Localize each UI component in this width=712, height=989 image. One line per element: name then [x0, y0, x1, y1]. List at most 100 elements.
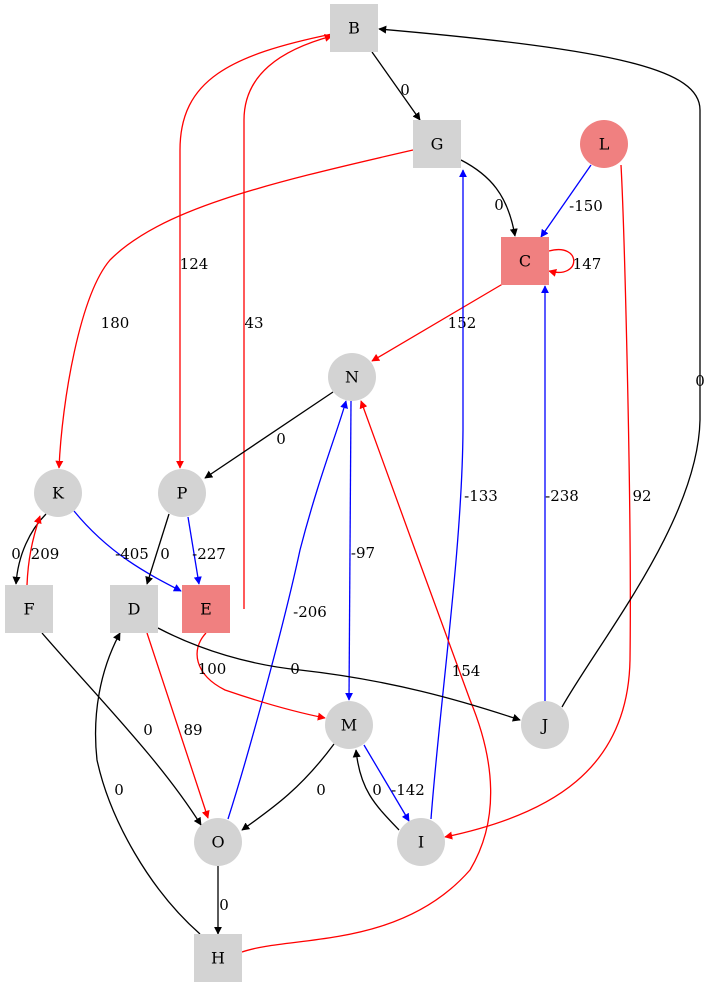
node-label: N	[345, 368, 359, 387]
edge-line	[460, 159, 518, 237]
edge-weight-label: -405	[115, 545, 149, 563]
node-circle-shape	[397, 818, 445, 866]
edge-j-to-b: 0	[378, 25, 705, 708]
edge-weight-label: 0	[372, 781, 382, 799]
edge-weight-label: 89	[183, 721, 202, 739]
edge-weight-label: 92	[632, 487, 651, 505]
edge-n-to-p: 0	[204, 391, 334, 479]
edge-line	[12, 513, 47, 585]
nodes-layer: B G L C N K P F D E M J O I H	[5, 4, 628, 982]
edge-p-to-e: -227	[187, 516, 226, 585]
edge-line	[157, 627, 521, 722]
node-b: B	[330, 4, 378, 52]
edge-weight-label: 0	[695, 372, 705, 390]
edge-line	[73, 510, 182, 592]
edge-k-to-e: -405	[73, 510, 182, 592]
edge-weight-label: 124	[180, 255, 209, 273]
edge-weight-label: 0	[160, 545, 170, 563]
edge-line	[145, 513, 170, 585]
edge-weight-label: 0	[219, 896, 229, 914]
edge-line	[444, 164, 631, 840]
edge-weight-label: 0	[276, 430, 286, 448]
edge-f-to-o: 0	[41, 632, 202, 826]
node-square-shape	[110, 585, 158, 633]
node-h: H	[194, 934, 242, 982]
edge-line	[345, 400, 354, 701]
edge-line	[146, 632, 210, 819]
node-k: K	[34, 469, 82, 517]
node-label: I	[418, 833, 424, 852]
edge-line	[378, 25, 701, 708]
edge-g-to-k: 180	[55, 149, 414, 469]
edge-p-to-d: 0	[145, 513, 170, 585]
node-l: L	[580, 120, 628, 168]
edge-weight-label: -142	[391, 781, 425, 799]
node-d: D	[110, 585, 158, 633]
edge-line	[371, 281, 507, 362]
edge-b-to-g: 0	[371, 51, 421, 121]
edge-line	[176, 33, 333, 469]
node-square-shape	[330, 4, 378, 52]
edge-weight-label: -227	[192, 545, 226, 563]
node-label: F	[23, 600, 34, 619]
edge-weight-label: 0	[316, 781, 326, 799]
node-circle-shape	[328, 353, 376, 401]
node-c: C	[501, 237, 549, 285]
node-circle-shape	[194, 818, 242, 866]
edge-weight-label: 0	[290, 660, 300, 678]
edge-m-to-i: -142	[363, 744, 425, 822]
edge-line	[430, 169, 467, 820]
node-label: M	[341, 716, 357, 735]
edge-o-to-h: 0	[214, 866, 229, 935]
edge-e-to-b: 43	[243, 34, 333, 609]
node-circle-shape	[521, 701, 569, 749]
edge-weight-label: -238	[545, 487, 579, 505]
edge-line	[371, 51, 421, 121]
edge-h-to-d: 0	[94, 632, 201, 935]
node-o: O	[194, 818, 242, 866]
node-square-shape	[194, 934, 242, 982]
edge-weight-label: 43	[244, 314, 263, 332]
edge-c-to-n: 152	[371, 281, 507, 362]
node-label: O	[211, 833, 224, 852]
edge-l-to-c: -150	[540, 164, 603, 238]
edge-d-to-o: 89	[146, 632, 210, 819]
node-m: M	[325, 701, 373, 749]
edge-i-to-m: 0	[352, 749, 400, 831]
edge-line	[204, 391, 334, 479]
edge-d-to-j: 0	[157, 627, 521, 722]
edge-f-to-k: 209	[26, 515, 59, 586]
edge-e-to-m: 100	[196, 632, 326, 721]
node-label: G	[431, 135, 444, 154]
edge-line	[243, 34, 333, 609]
edge-weight-label: -150	[569, 197, 603, 215]
node-label: B	[348, 19, 360, 38]
edge-h-to-n: 154	[241, 400, 492, 953]
edge-weight-label: 100	[198, 660, 227, 678]
edge-c-to-c: 147	[548, 248, 601, 277]
edge-line	[227, 400, 348, 820]
node-square-shape	[182, 585, 230, 633]
node-label: H	[211, 949, 225, 968]
node-label: E	[200, 600, 212, 619]
node-label: J	[540, 716, 548, 735]
edge-l-to-i: 92	[444, 164, 652, 840]
edge-weight-label: 152	[448, 314, 477, 332]
edge-line	[363, 744, 410, 822]
edge-j-to-c: -238	[541, 285, 579, 701]
node-label: K	[52, 484, 65, 503]
node-label: P	[177, 484, 188, 503]
node-circle-shape	[158, 469, 206, 517]
edge-weight-label: -133	[464, 487, 498, 505]
node-label: L	[599, 135, 610, 154]
edge-weight-label: 0	[400, 81, 410, 99]
edge-k-to-f: 0	[11, 513, 47, 585]
node-label: C	[519, 252, 531, 271]
edge-line	[540, 164, 592, 238]
node-f: F	[5, 585, 53, 633]
edge-weight-label: -206	[293, 603, 327, 621]
edge-g-to-c: 0	[460, 159, 518, 237]
edge-weight-label: -97	[351, 544, 375, 562]
edge-line	[196, 632, 326, 721]
